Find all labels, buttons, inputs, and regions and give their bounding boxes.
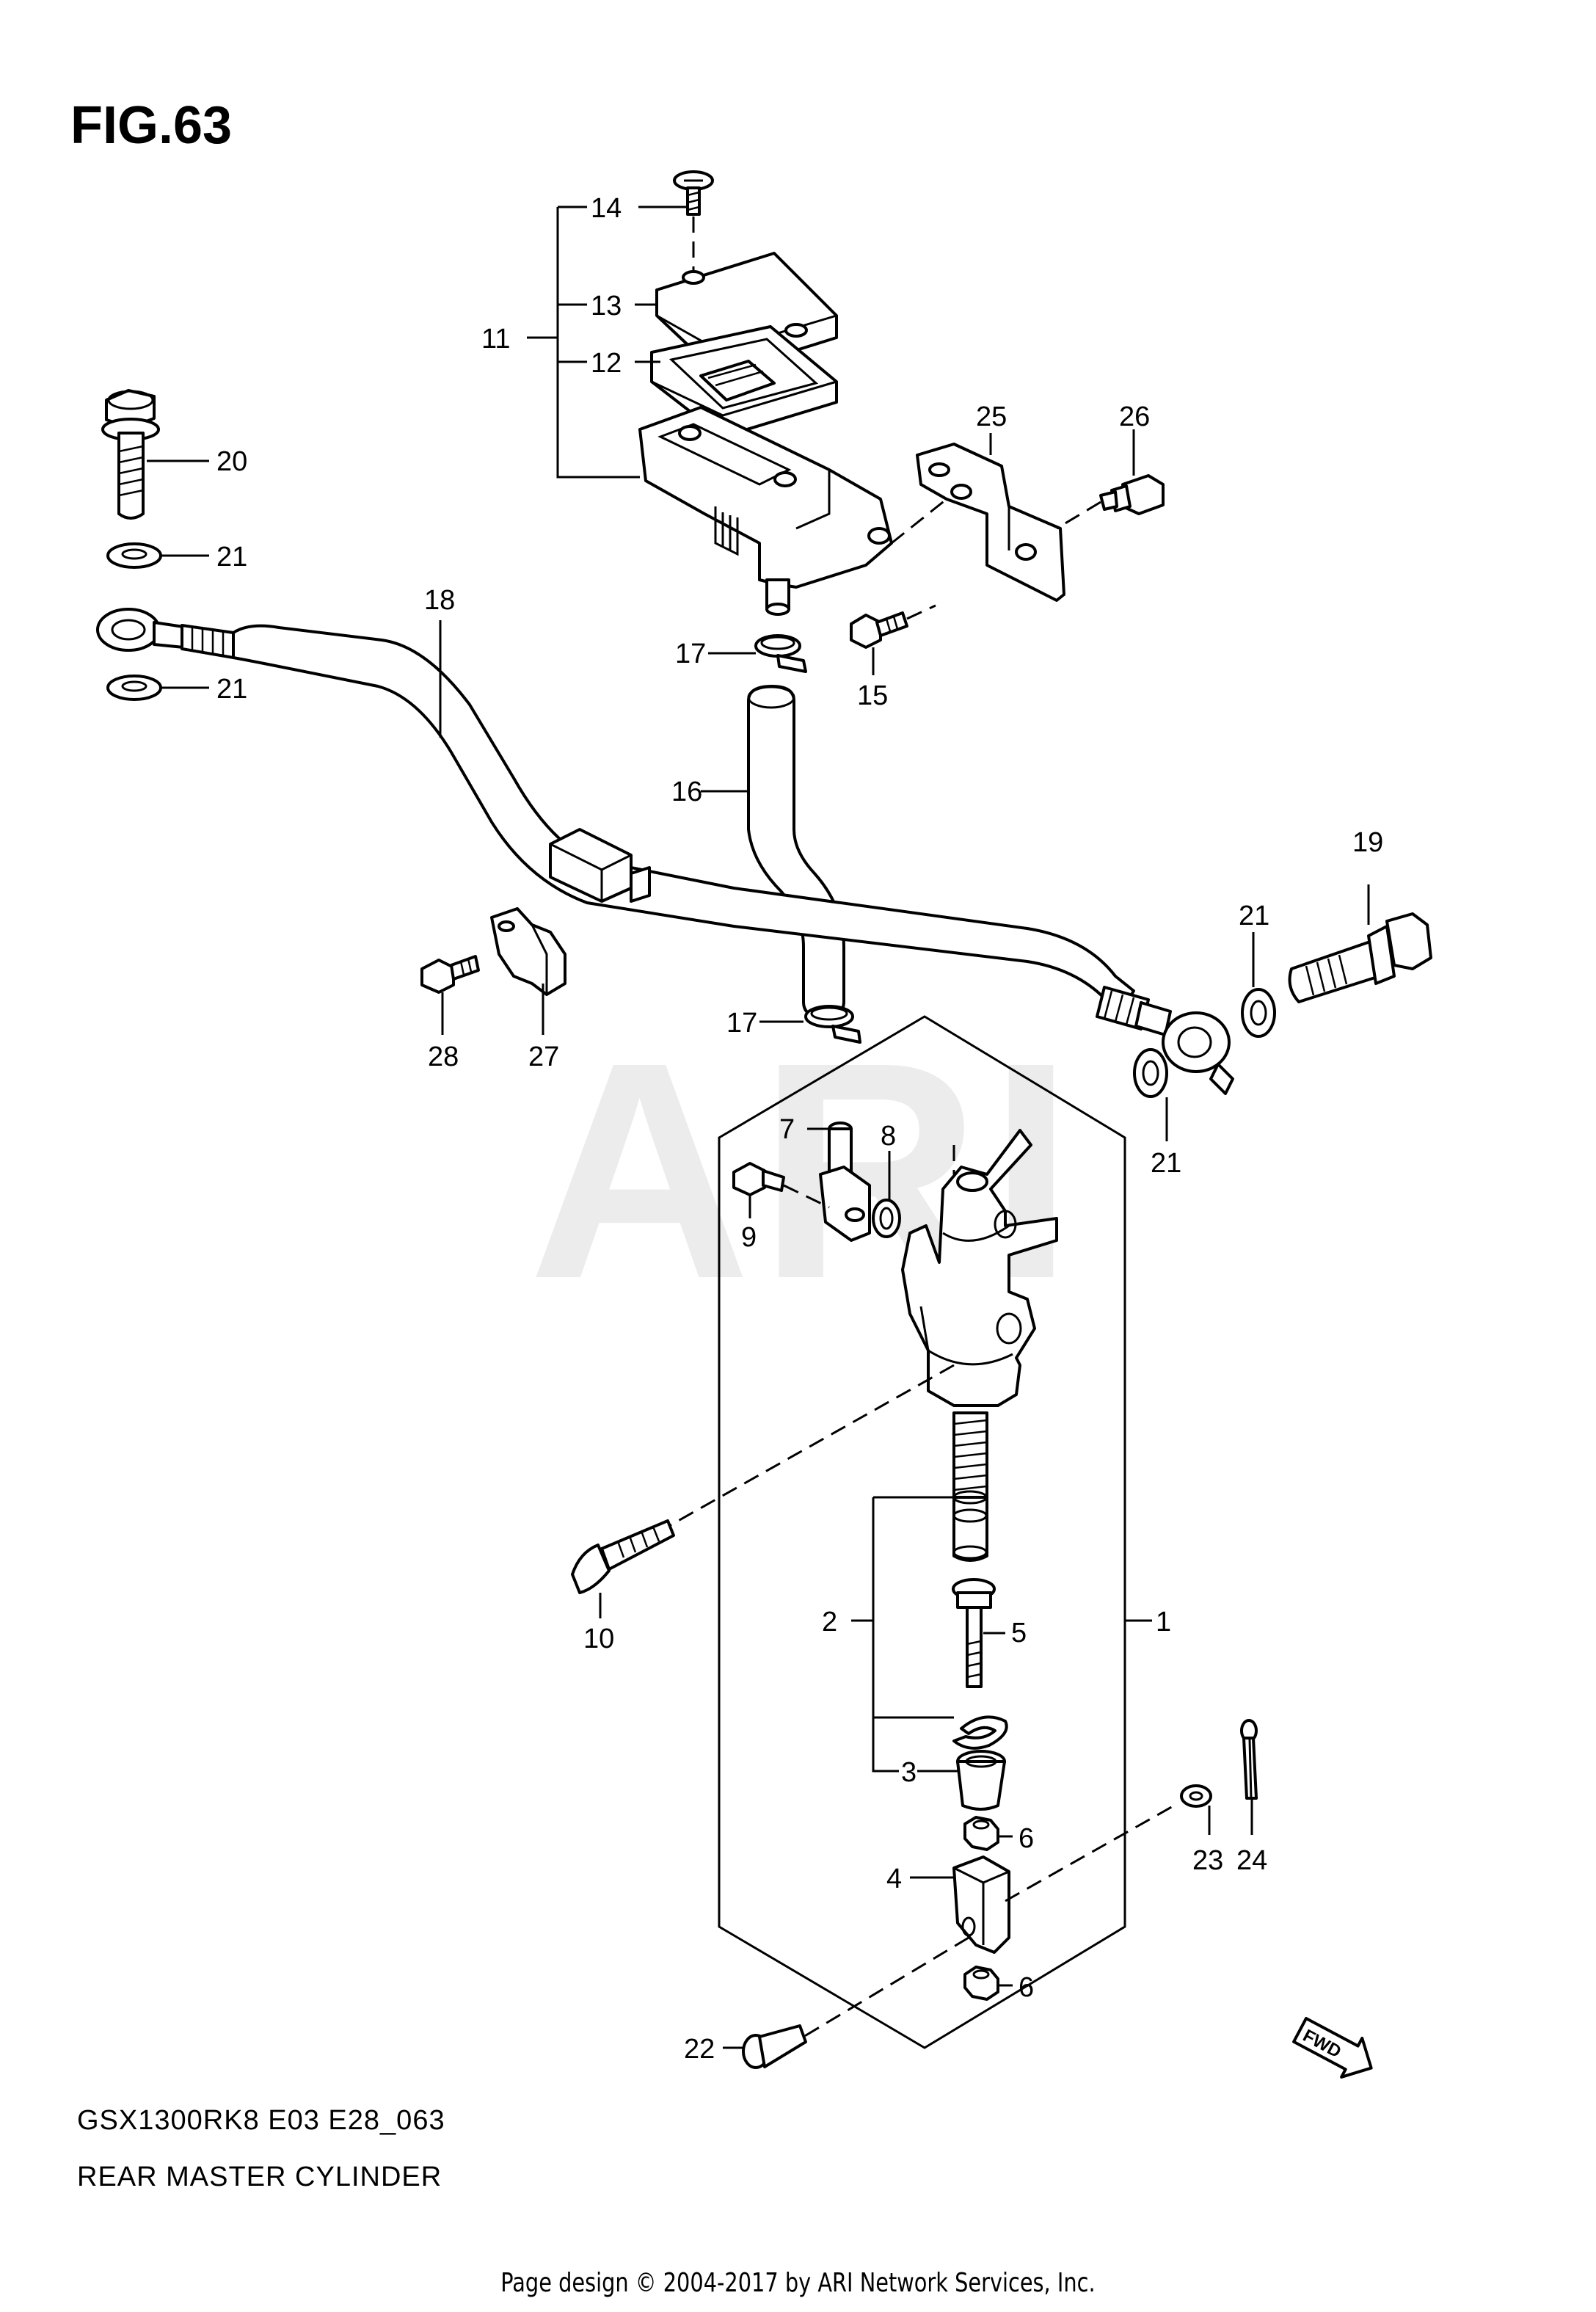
part-17-hose-clamp-top bbox=[708, 634, 807, 673]
part-23-washer bbox=[1180, 1784, 1212, 1835]
part-18-brake-hose bbox=[96, 608, 1234, 1095]
callout-8: 8 bbox=[881, 1121, 896, 1152]
part-1-assembly-outline bbox=[718, 1015, 1126, 2049]
part-14-cap-screw bbox=[673, 170, 714, 273]
callout-25: 25 bbox=[976, 401, 1007, 432]
callout-13: 13 bbox=[591, 291, 622, 321]
callout-3: 3 bbox=[901, 1757, 917, 1788]
part-1-master-cylinder-body bbox=[667, 1129, 1058, 1528]
callout-6-lower: 6 bbox=[1019, 1972, 1034, 2003]
callout-5: 5 bbox=[1011, 1618, 1027, 1648]
callout-28: 28 bbox=[428, 1042, 459, 1072]
callout-18: 18 bbox=[424, 585, 455, 616]
part-21-washer-right-lower bbox=[1133, 1048, 1168, 1141]
callout-6-upper: 6 bbox=[1019, 1823, 1034, 1854]
callout-20: 20 bbox=[216, 446, 247, 477]
callout-22: 22 bbox=[684, 2034, 715, 2065]
part-22-clevis-pin bbox=[723, 2024, 807, 2069]
part-2-piston-kit bbox=[952, 1411, 988, 1562]
callout-23: 23 bbox=[1192, 1845, 1223, 1876]
part-27-hose-clamp bbox=[490, 907, 566, 1035]
reservoir-assembly bbox=[527, 170, 947, 616]
callout-11: 11 bbox=[481, 324, 510, 355]
part-7-hose-fitting bbox=[807, 1122, 871, 1242]
callout-12: 12 bbox=[591, 348, 622, 379]
part-6-nut-lower bbox=[963, 1966, 999, 2001]
part-28-bolt bbox=[420, 955, 480, 1035]
callout-1: 1 bbox=[1156, 1607, 1171, 1637]
model-code: GSX1300RK8 E03 E28_063 bbox=[77, 2105, 445, 2136]
part-8-o-ring bbox=[872, 1151, 901, 1238]
part-6-nut-upper bbox=[963, 1816, 999, 1851]
callout-27: 27 bbox=[528, 1042, 559, 1072]
callout-9: 9 bbox=[741, 1222, 757, 1253]
callout-14: 14 bbox=[591, 193, 622, 224]
part-21-washer-left-upper bbox=[106, 542, 209, 569]
part-10-screw bbox=[571, 1519, 675, 1618]
part-3-boot bbox=[956, 1750, 1006, 1811]
diagram-caption: REAR MASTER CYLINDER bbox=[77, 2162, 442, 2192]
callout-17-upper: 17 bbox=[675, 639, 706, 669]
callout-21-right-upper: 21 bbox=[1239, 901, 1269, 931]
callout-4: 4 bbox=[886, 1864, 902, 1894]
part-4-clevis bbox=[784, 1804, 1175, 2049]
part-19-banjo-bolt bbox=[1288, 884, 1432, 1003]
part-24-cotter-pin bbox=[1240, 1719, 1258, 1835]
page-footer: Page design © 2004-2017 by ARI Network S… bbox=[500, 2268, 1096, 2298]
part-2-circlip bbox=[952, 1715, 1008, 1750]
callout-2: 2 bbox=[822, 1607, 837, 1637]
part-21-washer-left-lower bbox=[106, 675, 209, 701]
callout-15: 15 bbox=[857, 680, 888, 711]
part-25-reservoir-bracket bbox=[916, 433, 1065, 602]
part-17-hose-clamp-bottom bbox=[759, 1005, 861, 1044]
part-20-banjo-bolt bbox=[101, 389, 209, 520]
callout-16: 16 bbox=[671, 777, 702, 807]
fwd-arrow-icon: FWD bbox=[1292, 2017, 1373, 2079]
part-21-washer-right-upper bbox=[1241, 932, 1276, 1038]
part-11-reservoir-body bbox=[638, 406, 893, 616]
callout-17-lower: 17 bbox=[726, 1008, 757, 1039]
part-26-bolt bbox=[1056, 429, 1165, 530]
part-15-bolt bbox=[850, 604, 936, 675]
callout-10: 10 bbox=[583, 1624, 614, 1654]
callout-7: 7 bbox=[779, 1114, 795, 1145]
callout-21-left-lower: 21 bbox=[216, 674, 247, 705]
callout-21-left-upper: 21 bbox=[216, 542, 247, 572]
callout-24: 24 bbox=[1236, 1845, 1267, 1876]
part-5-push-rod bbox=[952, 1578, 1005, 1688]
part-9-screw bbox=[732, 1162, 830, 1218]
callout-21-right-lower: 21 bbox=[1151, 1148, 1181, 1179]
callout-26: 26 bbox=[1119, 401, 1150, 432]
figure-title: FIG.63 bbox=[70, 96, 233, 155]
callout-19: 19 bbox=[1352, 827, 1383, 858]
part-16-reservoir-hose bbox=[701, 685, 845, 1018]
